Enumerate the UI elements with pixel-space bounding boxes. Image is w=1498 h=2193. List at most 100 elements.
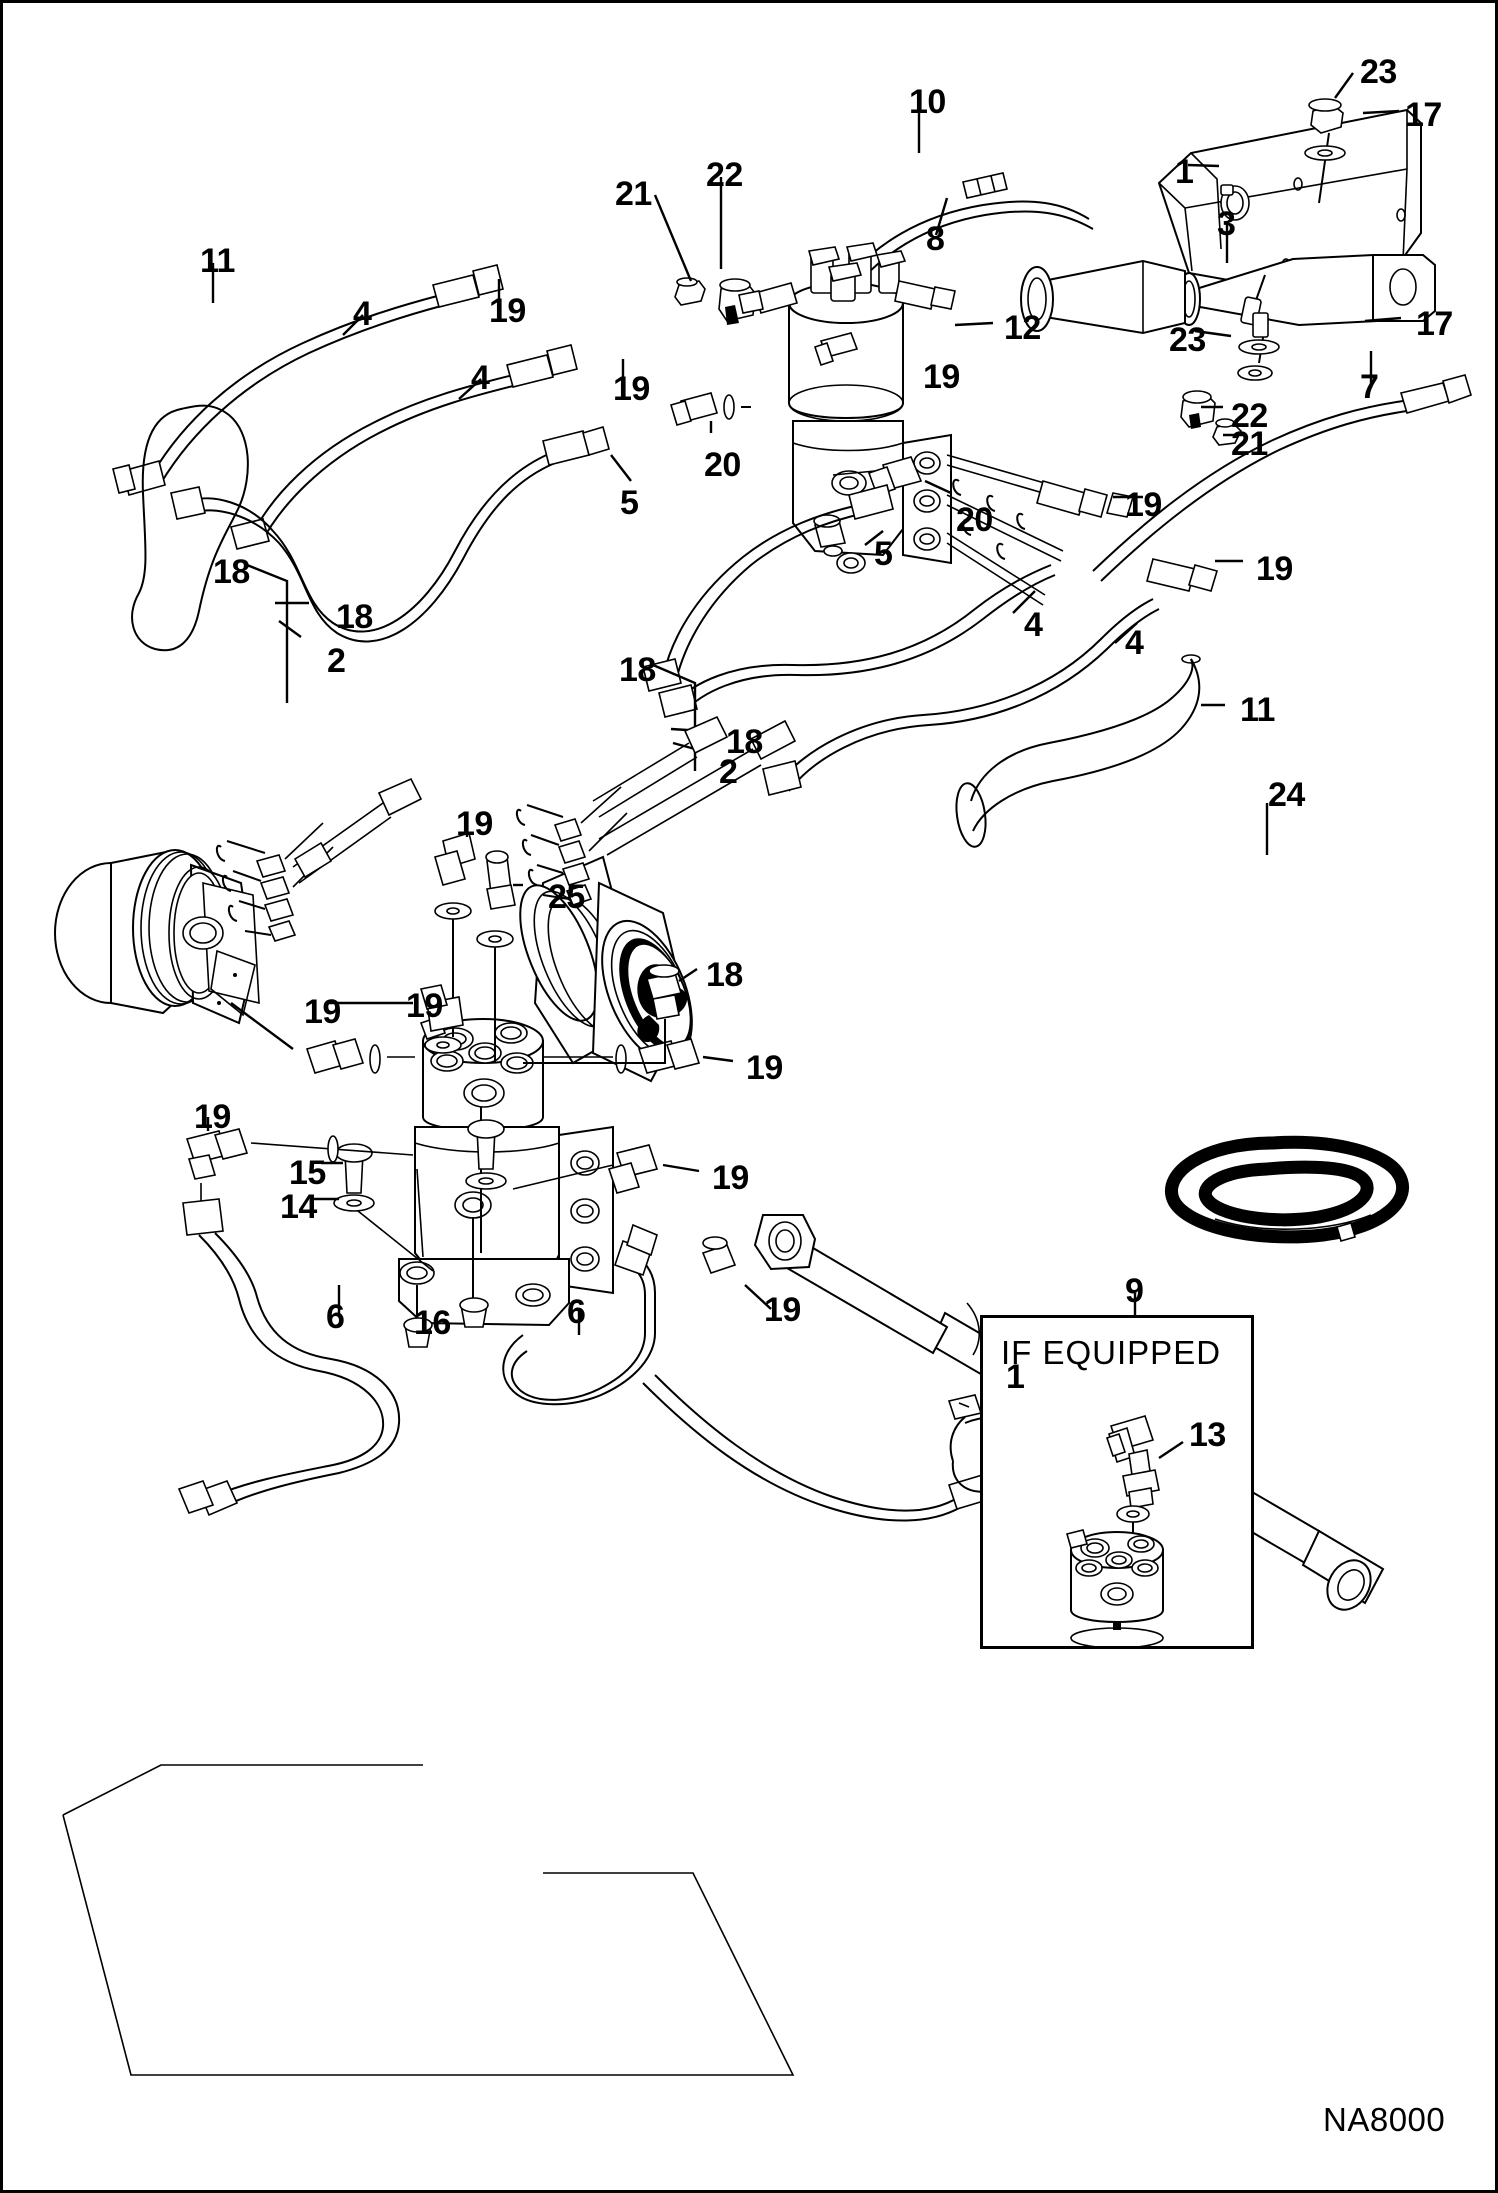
callout-19-41: 19 [746, 1049, 783, 1087]
leader-17a [1362, 109, 1400, 115]
drive-motor-left [54, 822, 334, 1025]
callout-25-37: 25 [548, 878, 585, 916]
callout-19-16: 19 [613, 370, 650, 408]
if-equipped-graphic [1066, 1415, 1164, 1646]
hose-7 [1092, 374, 1472, 582]
callout-19-50: 19 [764, 1291, 801, 1329]
callout-4-28: 4 [1024, 606, 1043, 644]
if-equipped-title: IF EQUIPPED [1001, 1334, 1222, 1371]
fitting-20-left [670, 392, 751, 426]
valve-right-hoses [946, 454, 1219, 606]
callout-19-23: 19 [1125, 486, 1162, 524]
fitting-18-standalone [523, 964, 683, 1064]
coiled-hose-24 [1165, 1135, 1409, 1244]
frame-outline-b [62, 1814, 795, 2076]
hose-4-lower-b [762, 598, 1160, 796]
leader-12 [954, 321, 994, 327]
callout-19-25: 19 [1256, 550, 1293, 588]
if-equipped-box: IF EQUIPPED 13 [980, 1315, 1254, 1649]
callout-5-21: 5 [620, 484, 639, 522]
leader-17b [1364, 316, 1402, 323]
callout-16-48: 16 [414, 1304, 451, 1342]
hose-5-left [170, 425, 610, 643]
callout-2-34: 2 [719, 753, 738, 791]
callout-19-45: 19 [712, 1159, 749, 1197]
rubber-elbow-11-left [131, 404, 249, 652]
callout-22-18: 22 [1231, 397, 1268, 435]
callout-11-32: 11 [1240, 691, 1275, 729]
shield-assembly [1020, 98, 1436, 381]
callout-5-24: 5 [874, 535, 893, 573]
diagram-reference-code: NA8000 [1323, 2101, 1446, 2138]
leader-4-c [1012, 590, 1036, 614]
leader-4-b [458, 378, 482, 400]
frame-outline-a [62, 1764, 423, 1816]
leader-21-top [653, 194, 693, 282]
callout-11-8: 11 [200, 242, 235, 280]
hose-5-right [642, 484, 894, 692]
callout-17-2: 17 [1405, 96, 1442, 134]
leader-5-b [864, 530, 884, 546]
leader-23 [1334, 72, 1354, 99]
callout-18-27: 18 [336, 598, 373, 636]
valve-block-12 [738, 242, 956, 574]
callout-24-35: 24 [1268, 776, 1305, 814]
callout-20-22: 20 [956, 501, 993, 539]
callout-8-7: 8 [926, 220, 945, 258]
leader-5-a [610, 454, 632, 482]
callout-21-19: 21 [1231, 425, 1268, 463]
callout-18-26: 18 [213, 553, 250, 591]
callout-21-4: 21 [615, 175, 652, 213]
fitting-19-far-left [177, 1128, 414, 1517]
leader-4-a [342, 314, 364, 336]
callout-2-29: 2 [327, 642, 346, 680]
callout-9-46: 9 [1125, 1272, 1144, 1310]
callout-18-31: 18 [619, 651, 656, 689]
leader-19-swivel-left [230, 1002, 294, 1050]
callout-10-1: 10 [909, 83, 946, 121]
leader-2-left [278, 620, 302, 638]
callout-4-9: 4 [353, 295, 372, 333]
leader-19-sr1 [702, 1055, 734, 1063]
callout-19-40: 19 [304, 993, 341, 1031]
leader-18-standalone [678, 968, 698, 982]
callout-1-51: 1 [1006, 1358, 1025, 1396]
callout-6-47: 6 [326, 1298, 345, 1336]
callout-17-12: 17 [1416, 305, 1453, 343]
callout-18-38: 18 [706, 956, 743, 994]
callout-6-49: 6 [567, 1293, 586, 1331]
callout-7-14: 7 [1360, 368, 1379, 406]
callout-19-39: 19 [406, 987, 443, 1025]
callout-23-0: 23 [1360, 53, 1397, 91]
leader-19-sr2 [662, 1163, 700, 1173]
callout-4-15: 4 [471, 359, 490, 397]
plug-15-14 [333, 1143, 434, 1272]
callout-19-10: 19 [489, 292, 526, 330]
rubber-elbow-11-right [955, 654, 1201, 848]
callout-22-5: 22 [706, 156, 743, 194]
leader-19-hose6 [744, 1284, 772, 1310]
hose-4-lower-a [658, 564, 1056, 718]
hose-4-mid-left [230, 344, 578, 550]
callout-19-17: 19 [923, 358, 960, 396]
leader-20-b [924, 479, 952, 495]
leader-23b [1194, 329, 1232, 338]
hydraulic-swivel [398, 1015, 614, 1348]
callout-23-13: 23 [1169, 321, 1206, 359]
callout-1-3: 1 [1175, 153, 1194, 191]
fitting-19-hose6 [701, 1236, 737, 1274]
callout-19-42: 19 [194, 1098, 231, 1136]
leader-18-l1 [246, 563, 289, 703]
callout-15-43: 15 [289, 1154, 326, 1192]
elbow-19-25-group [419, 831, 516, 1063]
motor-left-hose [292, 777, 423, 884]
callout-14-44: 14 [280, 1188, 317, 1226]
fitting-19-swivel-left [305, 1038, 415, 1074]
callout-18-33: 18 [726, 723, 763, 761]
hose-4-upper-left [112, 264, 504, 496]
leader-4-d [1114, 622, 1138, 644]
leader-8 [934, 197, 949, 236]
callout-13: 13 [1189, 1416, 1226, 1454]
leader-1 [1187, 163, 1220, 168]
